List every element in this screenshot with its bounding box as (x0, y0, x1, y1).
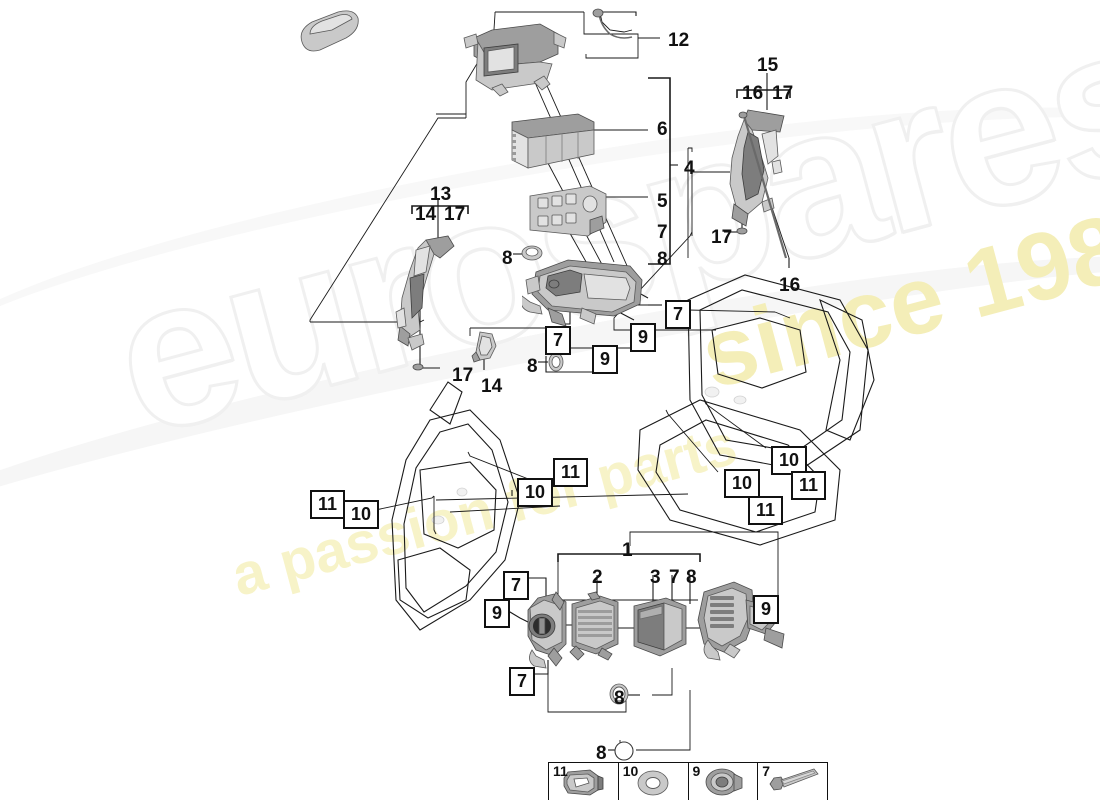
part-sensor-wire (592, 8, 633, 39)
callout-17[interactable]: 17 (772, 83, 794, 104)
bolt-icon (769, 768, 819, 791)
callout-10[interactable]: 10 (517, 478, 554, 507)
part-cabin-filter (511, 113, 595, 169)
part-heater-core (633, 597, 687, 657)
legend-item-washer[interactable]: 10 (619, 763, 689, 800)
part-oring-lower (548, 352, 564, 372)
callout-6[interactable]: 6 (657, 119, 668, 140)
part-duct-clamp (471, 331, 497, 363)
legend-number-clip: 11 (553, 763, 568, 779)
part-blower-housing (463, 23, 567, 97)
grommet-icon (705, 768, 743, 796)
legend-item-grommet[interactable]: 9 (689, 763, 759, 800)
callout-11[interactable]: 11 (553, 458, 589, 487)
callout-7[interactable]: 7 (545, 326, 572, 355)
callout-8[interactable]: 8 (596, 743, 607, 764)
callout-7[interactable]: 7 (665, 300, 692, 329)
callout-7[interactable]: 7 (669, 567, 680, 588)
legend-item-bolt[interactable]: 7 (758, 763, 827, 800)
callout-9[interactable]: 9 (753, 595, 780, 624)
callout-17[interactable]: 17 (452, 365, 474, 386)
callout-9[interactable]: 9 (484, 599, 511, 628)
part-screw-right (736, 227, 748, 235)
callout-11[interactable]: 11 (791, 471, 827, 500)
callout-9[interactable]: 9 (592, 345, 619, 374)
callout-7[interactable]: 7 (509, 667, 536, 696)
part-bottom-left-housing (527, 591, 567, 669)
callout-16[interactable]: 16 (742, 83, 764, 104)
callout-8[interactable]: 8 (502, 248, 513, 269)
legend-item-clip[interactable]: 11 (549, 763, 619, 800)
callout-14[interactable]: 14 (415, 204, 437, 225)
washer-icon (637, 770, 669, 796)
callout-10[interactable]: 10 (771, 446, 808, 475)
callout-17[interactable]: 17 (444, 204, 466, 225)
part-oval-cover (300, 10, 359, 52)
part-oring-upper (521, 245, 543, 261)
callout-14[interactable]: 14 (481, 376, 503, 397)
callout-5[interactable]: 5 (657, 191, 668, 212)
callout-4[interactable]: 4 (684, 158, 695, 179)
legend-number-grommet: 9 (692, 763, 701, 779)
part-main-housing (522, 259, 643, 327)
callout-15[interactable]: 15 (757, 55, 779, 76)
callout-8[interactable]: 8 (527, 356, 538, 377)
part-rod-right (738, 111, 788, 259)
part-filter-frame (529, 185, 607, 237)
clip-icon (563, 769, 604, 796)
part-evaporator (569, 591, 619, 661)
callout-12[interactable]: 12 (668, 30, 690, 51)
callout-8[interactable]: 8 (686, 567, 697, 588)
callout-1[interactable]: 1 (622, 540, 633, 561)
callout-8[interactable]: 8 (614, 688, 625, 709)
part-air-duct-left (395, 235, 455, 351)
callout-7[interactable]: 7 (657, 222, 668, 243)
callout-11[interactable]: 11 (748, 496, 784, 525)
callout-3[interactable]: 3 (650, 567, 661, 588)
callout-7[interactable]: 7 (503, 571, 530, 600)
legend-number-washer: 10 (622, 763, 639, 779)
parts-legend: 11 10 9 7 (548, 762, 828, 800)
callout-13[interactable]: 13 (430, 184, 452, 205)
callout-11[interactable]: 11 (310, 490, 346, 519)
part-oring-bottom (614, 741, 634, 761)
callout-10[interactable]: 10 (724, 469, 761, 498)
part-air-duct-right (729, 109, 785, 227)
callout-17[interactable]: 17 (711, 227, 733, 248)
legend-number-bolt: 7 (762, 763, 771, 779)
callout-16[interactable]: 16 (779, 275, 801, 296)
part-oring-mid (609, 683, 629, 705)
part-screw-left (412, 363, 424, 371)
callout-10[interactable]: 10 (343, 500, 380, 529)
callout-8[interactable]: 8 (657, 249, 668, 270)
callout-9[interactable]: 9 (630, 323, 657, 352)
callout-2[interactable]: 2 (592, 567, 603, 588)
